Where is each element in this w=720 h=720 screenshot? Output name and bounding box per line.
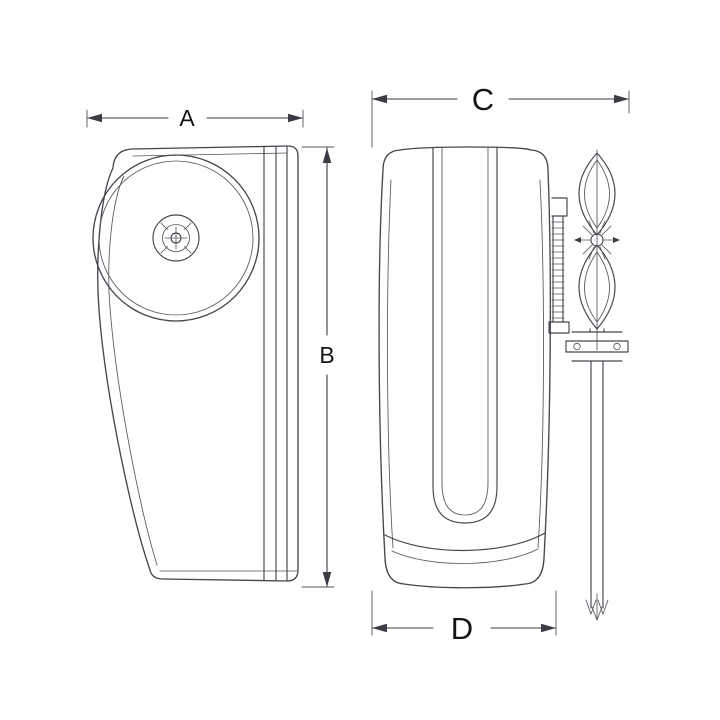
shaft-end-barbs: [585, 593, 609, 621]
dimension-b: B: [301, 146, 335, 588]
drum-circle: [92, 154, 260, 322]
side-view-inner-panel-line: [108, 175, 158, 566]
dimension-c: C: [371, 82, 630, 148]
front-view: [378, 146, 629, 621]
bracket-top-block: [551, 197, 568, 217]
drum-outer-circle: [92, 154, 260, 322]
front-view-left-panel-line: [387, 179, 394, 549]
propeller-top-blade-inner: [584, 159, 610, 229]
hub-outer-circle: [152, 214, 200, 262]
front-view-right-panel-line: [537, 179, 544, 549]
propeller-hub: [590, 233, 604, 247]
center-band-inner: [441, 147, 489, 516]
dimension-b-label: B: [319, 342, 334, 368]
dimension-d-arrowhead-right: [541, 623, 556, 633]
dimension-b-extension-ticks: [301, 146, 335, 588]
screw-threads: [551, 221, 565, 319]
side-view-top-edge-line: [132, 152, 288, 157]
propeller-bottom-blade: [578, 244, 616, 330]
dimension-a-label: A: [179, 105, 195, 131]
dimension-c-extension-lines: [371, 90, 630, 148]
propeller-hub-spokes: [580, 220, 614, 260]
shaft-lines: [590, 360, 604, 609]
propeller-spoke-arrow-left: [574, 237, 581, 243]
hub-inner-circle: [162, 224, 190, 252]
dimension-d: D: [371, 590, 557, 646]
bottom-lip-upper-arc: [384, 532, 546, 552]
drum-inner-circle: [98, 160, 254, 316]
shaft: [585, 360, 609, 621]
side-view-right-edge-lines: [263, 146, 288, 582]
dimension-b-arrowhead-bottom: [322, 572, 332, 587]
dimension-a-arrowhead-right: [288, 113, 303, 123]
propeller: [574, 149, 620, 351]
side-view-body-outline: [97, 145, 299, 582]
dimension-d-extension-lines: [371, 590, 557, 636]
dimension-c-arrowhead-right: [614, 94, 629, 104]
bottom-lip-lower-arc: [391, 548, 539, 564]
dimension-b-arrowhead-top: [322, 148, 332, 163]
dimension-a-extension-ticks: [86, 109, 304, 128]
propeller-spoke-arrow-right: [613, 237, 620, 243]
front-view-body-outline: [378, 146, 552, 589]
bracket-clamp: [548, 321, 570, 334]
hub-crosshair: [164, 226, 188, 250]
hub-diagonal-ticks: [160, 222, 192, 254]
side-bracket: [548, 197, 570, 334]
center-band-outer: [432, 147, 498, 524]
dimension-c-label: C: [472, 82, 494, 117]
dimension-d-arrowhead-left: [372, 623, 387, 633]
side-view: [92, 145, 299, 582]
dimension-d-label: D: [451, 611, 473, 646]
propeller-top-blade: [578, 152, 616, 236]
mount-bolt-left: [573, 342, 581, 351]
dimension-c-arrowhead-left: [372, 94, 387, 104]
dimension-a: A: [86, 105, 304, 131]
lower-mount: [565, 328, 629, 362]
propeller-bottom-blade-inner: [584, 251, 610, 323]
dimension-a-arrowhead-left: [87, 113, 102, 123]
mount-plates: [565, 328, 629, 362]
mount-bolt-right: [613, 342, 621, 351]
